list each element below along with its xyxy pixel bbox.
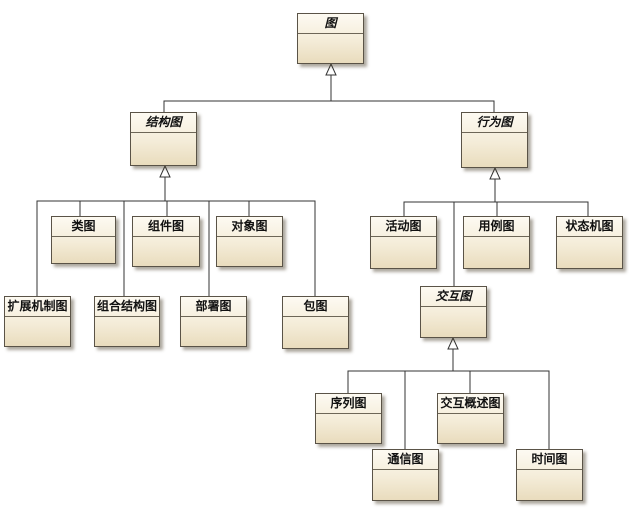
node-usecase[interactable]: 用例图 [463, 216, 530, 269]
node-behavior[interactable]: 行为图 [461, 112, 528, 168]
node-label: 组合结构图 [95, 297, 159, 317]
node-composite[interactable]: 组合结构图 [94, 296, 160, 347]
node-label: 行为图 [462, 113, 527, 133]
generalization-arrow-diagram [325, 62, 337, 76]
generalization-arrow-behavior [489, 166, 501, 180]
node-label: 类图 [52, 217, 115, 237]
node-object[interactable]: 对象图 [216, 216, 283, 267]
node-label: 部署图 [181, 297, 246, 317]
node-label: 交互图 [421, 287, 486, 307]
node-deployment[interactable]: 部署图 [180, 296, 247, 347]
node-label: 图 [298, 14, 363, 34]
node-label: 对象图 [217, 217, 282, 237]
node-overview[interactable]: 交互概述图 [437, 393, 504, 444]
node-label: 状态机图 [557, 217, 622, 237]
node-label: 时间图 [517, 450, 582, 470]
node-activity[interactable]: 活动图 [370, 216, 437, 269]
node-label: 结构图 [131, 113, 196, 133]
node-statemachine[interactable]: 状态机图 [556, 216, 623, 269]
node-communication[interactable]: 通信图 [372, 449, 439, 501]
node-label: 组件图 [133, 217, 199, 237]
node-diagram[interactable]: 图 [297, 13, 364, 64]
node-sequence[interactable]: 序列图 [315, 393, 382, 444]
connector-structure [36, 166, 316, 296]
node-label: 扩展机制图 [5, 297, 70, 317]
node-label: 用例图 [464, 217, 529, 237]
node-label: 序列图 [316, 394, 381, 414]
node-package[interactable]: 包图 [282, 296, 349, 349]
node-label: 包图 [283, 297, 348, 317]
node-interaction[interactable]: 交互图 [420, 286, 487, 338]
node-component[interactable]: 组件图 [132, 216, 200, 267]
node-extension[interactable]: 扩展机制图 [4, 296, 71, 347]
node-label: 活动图 [371, 217, 436, 237]
connector-behavior [403, 168, 589, 286]
generalization-arrow-structure [159, 164, 171, 178]
generalization-arrow-interaction [447, 336, 459, 350]
node-label: 通信图 [373, 450, 438, 470]
connector-interaction [347, 338, 550, 449]
node-structure[interactable]: 结构图 [130, 112, 197, 166]
node-class[interactable]: 类图 [51, 216, 116, 264]
node-label: 交互概述图 [438, 394, 503, 414]
node-timing[interactable]: 时间图 [516, 449, 583, 501]
